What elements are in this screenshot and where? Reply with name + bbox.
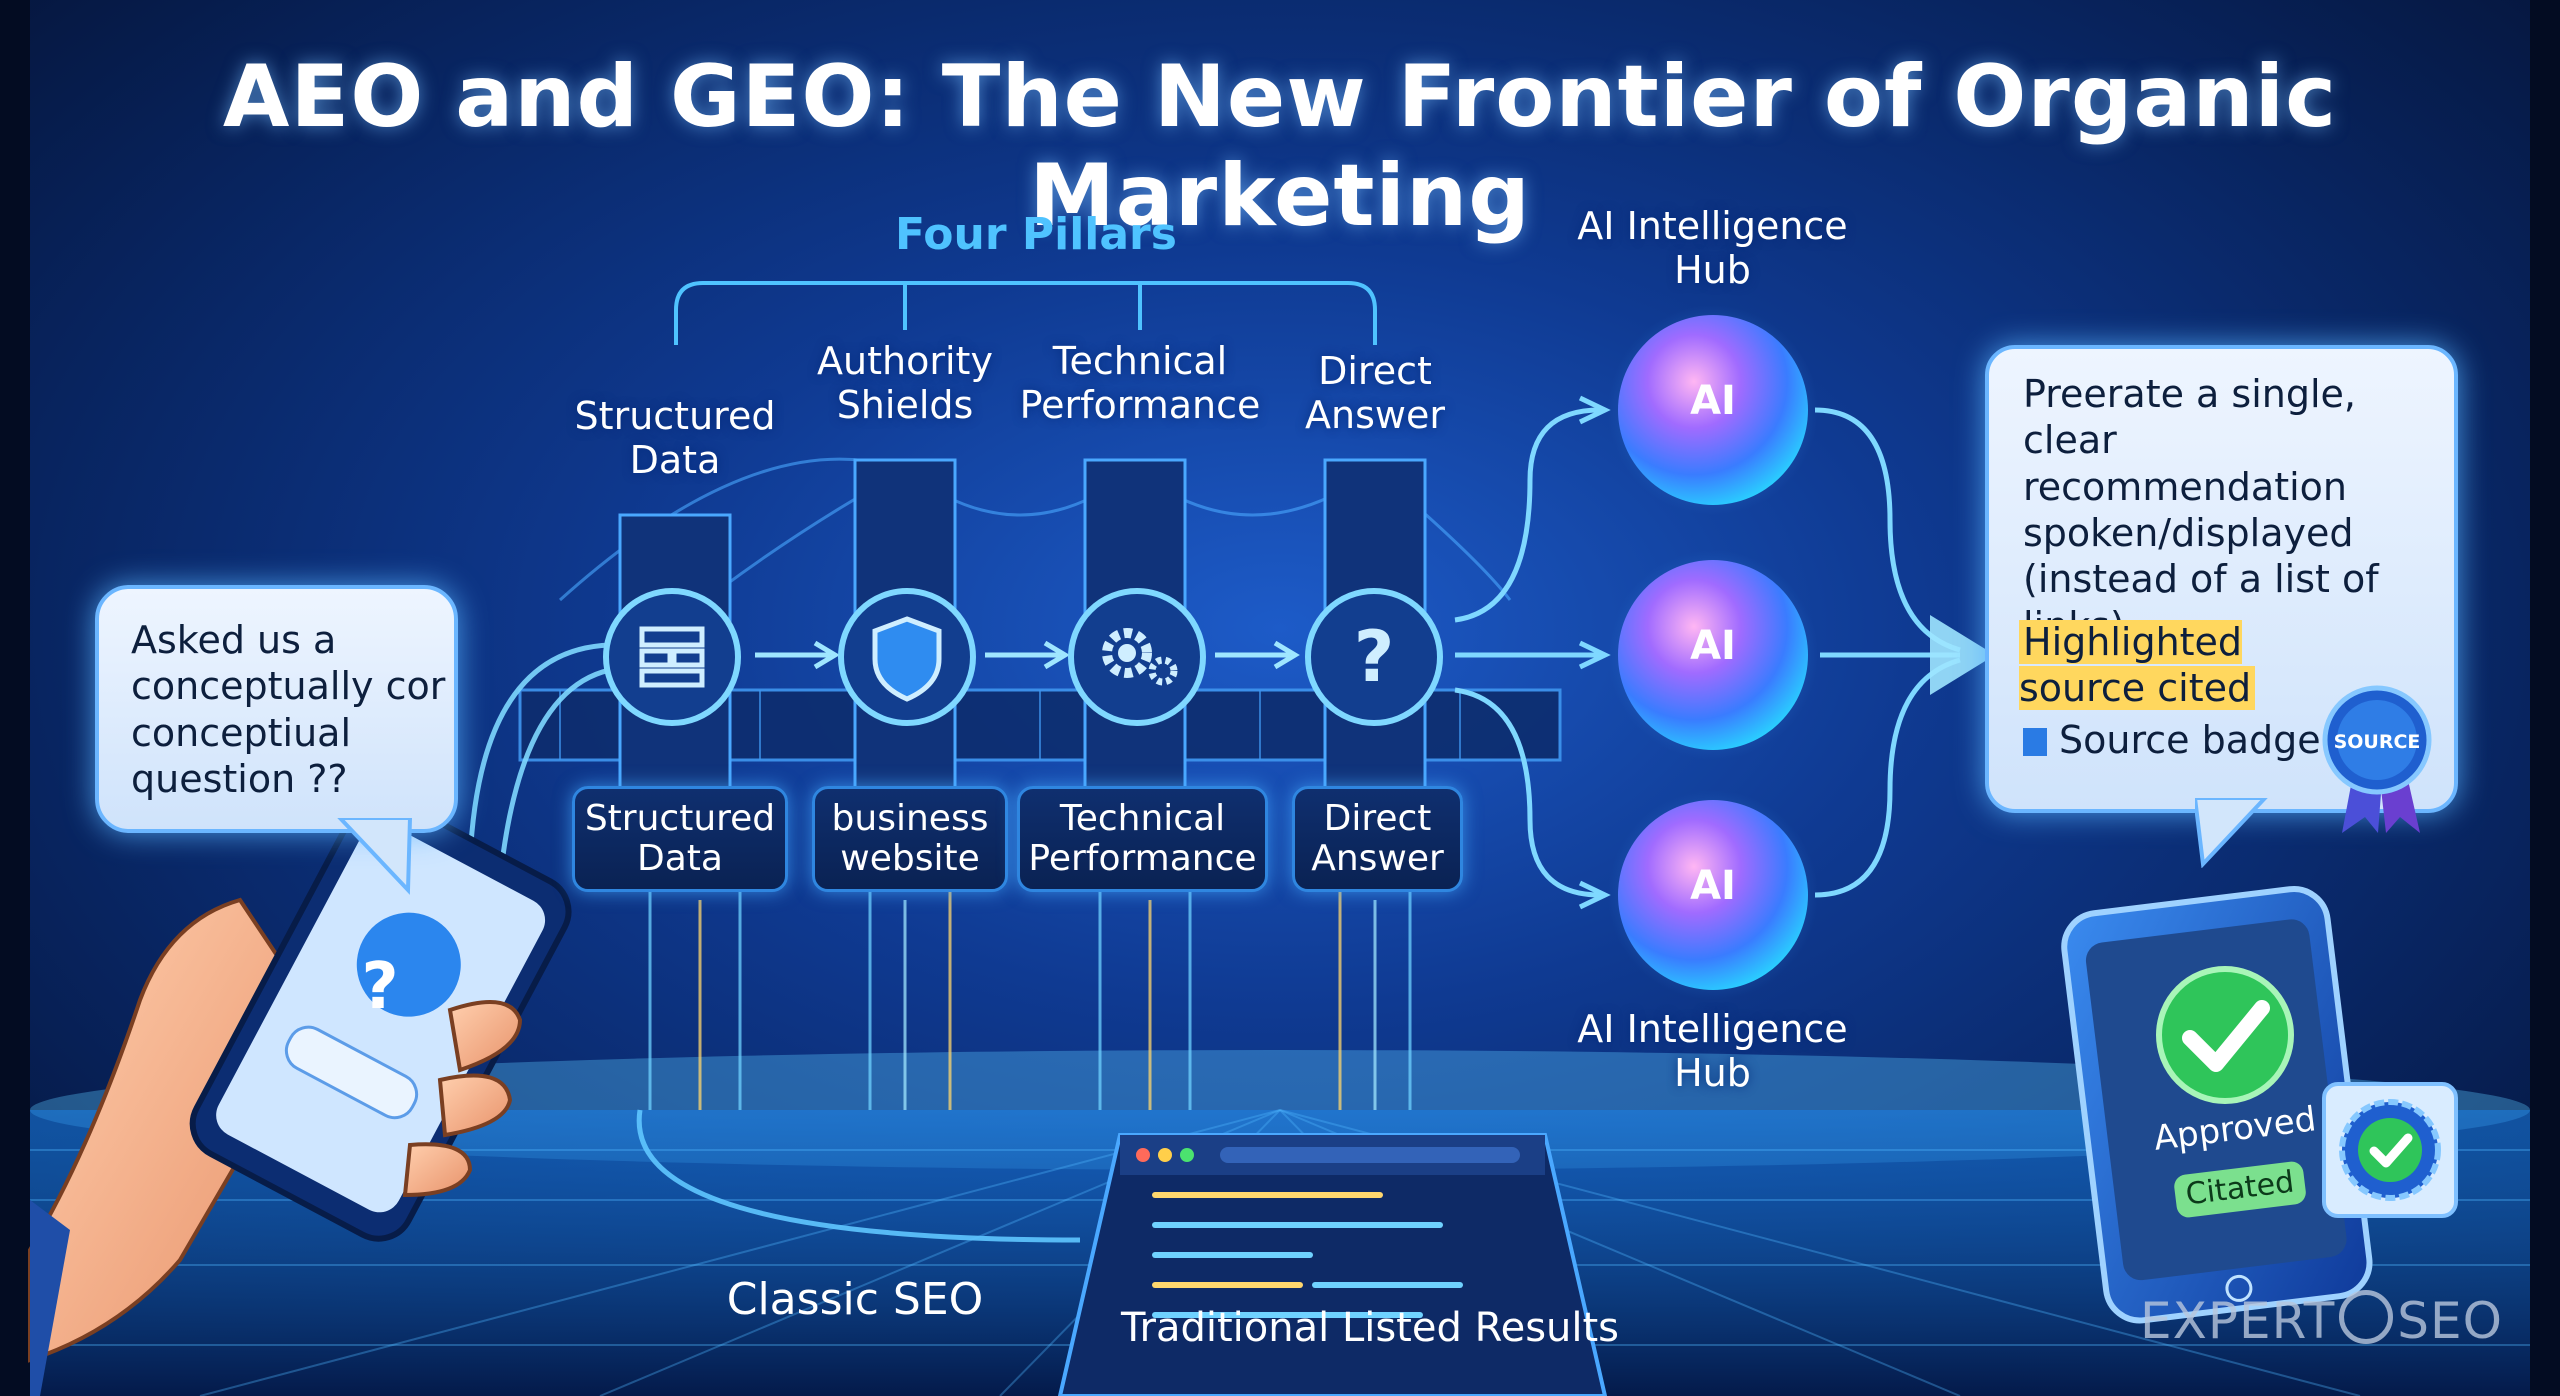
question-bubble-icon: ? (361, 950, 398, 1024)
svg-text:?: ? (361, 950, 398, 1024)
ai-node-top: AI (1613, 310, 1813, 510)
pillars-heading: Four Pillars (895, 209, 1177, 260)
highlighted-source-text: Highlighted source cited (2019, 619, 2379, 712)
ai-node-middle: AI (1613, 555, 1813, 755)
ai-node-text: AI (1690, 623, 1736, 669)
plaque-technical-performance: Technical Performance (1017, 786, 1268, 892)
pillar-top-label-authority-shields: Authority Shields (817, 339, 993, 427)
source-badge-icon: SOURCE (2322, 685, 2432, 833)
pillar-top-label-direct-answer: Direct Answer (1305, 349, 1445, 437)
traditional-results-label: Traditional Listed Results (1120, 1305, 1620, 1351)
page-title: AEO and GEO: The New Frontier of Organic… (222, 47, 2338, 246)
answer-text: Preerate a single, clear recommendation … (2023, 372, 2379, 648)
ai-hub-bottom-label: AI Intelligence Hub (1577, 1007, 1848, 1095)
source-badge-text: Source badge (2059, 718, 2321, 762)
classic-seo-label: Classic SEO (726, 1274, 984, 1325)
bubble-tail (337, 818, 413, 895)
watermark-circle-icon (2339, 1290, 2394, 1344)
source-flag-icon (2023, 728, 2047, 756)
ai-hub-top-label: AI Intelligence Hub (1577, 204, 1848, 292)
pillar-top-label-structured-data: Structured Data (574, 394, 776, 482)
plaque-structured-data: Structured Data (572, 786, 788, 892)
checkmark-icon (2156, 966, 2294, 1104)
user-question-bubble: Asked us a conceptually cor conceptiual … (95, 585, 458, 833)
ai-node-bottom: AI (1613, 795, 1813, 995)
gear-icon (1068, 588, 1206, 726)
user-question-text: Asked us a conceptually cor conceptiual … (131, 618, 446, 802)
watermark-right: SEO (2397, 1292, 2503, 1350)
plaque-direct-answer: Direct Answer (1292, 786, 1463, 892)
pillar-top-label-technical-performance: Technical Performance (1019, 339, 1261, 427)
structured-data-icon (603, 588, 741, 726)
question-icon: ? (1305, 588, 1443, 726)
watermark-logo: EXPERT SEO (2140, 1290, 2503, 1350)
ai-node-text: AI (1690, 863, 1736, 909)
verified-badge-icon (2322, 1082, 2458, 1218)
svg-text:?: ? (1354, 616, 1395, 698)
ai-node-text: AI (1690, 378, 1736, 424)
shield-icon (838, 588, 976, 726)
source-badge-word: SOURCE (2334, 731, 2421, 753)
watermark-left: EXPERT (2140, 1292, 2336, 1350)
highlight-mark: Highlighted source cited (2019, 620, 2256, 711)
plaque-business-website: business website (812, 786, 1008, 892)
answer-bubble-tail (2195, 798, 2268, 868)
source-badge-label: Source badge (2023, 717, 2343, 763)
